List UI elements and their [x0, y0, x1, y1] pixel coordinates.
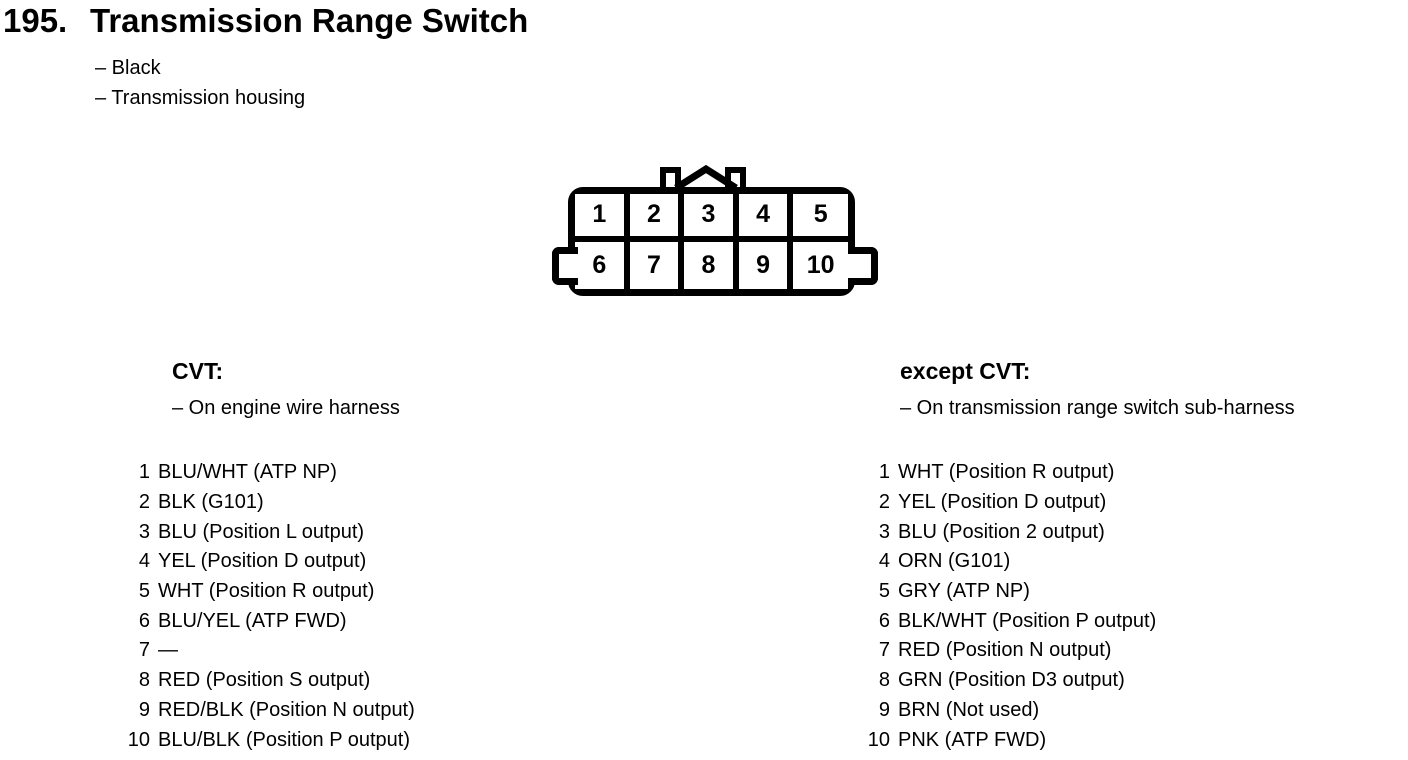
pin-number: 8 [878, 669, 890, 692]
pin-number: 1 [878, 461, 890, 484]
pin-cell-2: 2 [629, 194, 685, 242]
pin-number: 8 [138, 669, 150, 692]
connector-attributes: – Black – Transmission housing [95, 53, 305, 113]
pin-number: 5 [878, 580, 890, 603]
pin-wire-label: GRN (Position D3 output) [898, 669, 1125, 692]
pin-wire-label: WHT (Position R output) [898, 461, 1115, 484]
page-title: 195. Transmission Range Switch [3, 2, 529, 39]
pin-row: 5 WHT (Position R output) [116, 577, 415, 607]
pin-row: 2 YEL (Position D output) [856, 488, 1156, 518]
pin-row: 5 GRY (ATP NP) [856, 577, 1156, 607]
pin-row: 1 BLU/WHT (ATP NP) [116, 458, 415, 488]
except-cvt-pin-list: 1 WHT (Position R output) 2 YEL (Positio… [856, 458, 1157, 755]
pin-cell-3: 3 [684, 194, 739, 242]
pin-wire-label: RED (Position N output) [898, 639, 1112, 662]
pin-wire-label: BLK/WHT (Position P output) [898, 609, 1157, 632]
pin-wire-label: BLU/WHT (ATP NP) [158, 461, 337, 484]
pin-wire-label: BLU (Position L output) [158, 520, 365, 543]
pin-row: 4 ORN (G101) [856, 547, 1156, 577]
pin-row: 4 YEL (Position D output) [116, 547, 415, 577]
pin-wire-label: RED (Position S output) [158, 669, 371, 692]
pin-wire-label: YEL (Position D output) [158, 550, 367, 573]
pin-number: 6 [878, 609, 890, 632]
pin-number: 4 [138, 550, 150, 573]
connector-side-tab-right [848, 247, 878, 285]
pin-row: 3 BLU (Position L output) [116, 517, 415, 547]
pin-wire-label: BRN (Not used) [898, 698, 1040, 721]
pin-wire-label: ORN (G101) [898, 550, 1011, 573]
pin-number: 10 [867, 728, 890, 751]
pin-wire-label: GRY (ATP NP) [898, 580, 1030, 603]
attribute-color: – Black [95, 57, 161, 79]
pin-number: 4 [878, 550, 890, 573]
pin-wire-label: YEL (Position D output) [898, 491, 1107, 514]
except-cvt-subheading: – On transmission range switch sub-harne… [900, 397, 1295, 419]
pin-number: 2 [138, 491, 150, 514]
pin-number: 3 [878, 520, 890, 543]
pin-row: 2 BLK (G101) [116, 488, 415, 518]
pin-wire-label: BLU/YEL (ATP FWD) [158, 609, 347, 632]
pin-row: 10 BLU/BLK (Position P output) [116, 725, 415, 755]
pin-row: 6 BLK/WHT (Position P output) [856, 606, 1156, 636]
pin-wire-label: PNK (ATP FWD) [898, 728, 1047, 751]
pin-row: 8 RED (Position S output) [116, 666, 415, 696]
pin-row: 1 WHT (Position R output) [856, 458, 1156, 488]
connector-latch-chevron-icon [674, 164, 738, 191]
pin-number: 6 [138, 609, 150, 632]
pin-number: 3 [138, 520, 150, 543]
pin-number: 7 [138, 639, 150, 662]
connector-lock-tab-left [660, 167, 681, 187]
pin-cell-8: 8 [684, 241, 739, 289]
section-title: Transmission Range Switch [90, 2, 529, 39]
pin-number: 1 [138, 461, 150, 484]
except-cvt-heading: except CVT: [900, 358, 1031, 384]
pin-row: 9 BRN (Not used) [856, 696, 1156, 726]
pin-row: 3 BLU (Position 2 output) [856, 517, 1156, 547]
pin-number: 5 [138, 580, 150, 603]
pin-number: 2 [878, 491, 890, 514]
pin-wire-label: BLK (G101) [158, 491, 264, 514]
connector-pin-grid: 1 2 3 4 5 6 7 8 9 10 [575, 194, 848, 289]
connector-diagram: 1 2 3 4 5 6 7 8 9 10 [552, 163, 878, 296]
section-number: 195. [3, 2, 68, 39]
pin-wire-label: RED/BLK (Position N output) [158, 698, 415, 721]
pin-wire-label: WHT (Position R output) [158, 580, 375, 603]
pin-cell-5: 5 [793, 194, 848, 242]
cvt-subheading: – On engine wire harness [172, 397, 400, 419]
pin-cell-10: 10 [793, 241, 848, 289]
pin-row: 9 RED/BLK (Position N output) [116, 696, 415, 726]
pin-row: 7 — [116, 636, 415, 666]
pin-wire-label: BLU (Position 2 output) [898, 520, 1105, 543]
attribute-location: – Transmission housing [95, 87, 306, 109]
cvt-heading: CVT: [172, 358, 224, 384]
pin-cell-1: 1 [575, 194, 630, 242]
cvt-pin-list: 1 BLU/WHT (ATP NP) 2 BLK (G101) 3 BLU (P… [116, 458, 415, 755]
pin-row: 6 BLU/YEL (ATP FWD) [116, 606, 415, 636]
pin-row: 8 GRN (Position D3 output) [856, 666, 1156, 696]
pin-number: 10 [127, 728, 150, 751]
connector-body: 1 2 3 4 5 6 7 8 9 10 [568, 187, 855, 296]
pin-cell-6: 6 [575, 241, 630, 289]
pin-cell-4: 4 [738, 194, 794, 242]
connector-side-tab-left [552, 247, 578, 285]
pin-number: 7 [878, 639, 890, 662]
pin-number: 9 [878, 698, 890, 721]
pin-row: 7 RED (Position N output) [856, 636, 1156, 666]
pin-cell-9: 9 [738, 241, 794, 289]
pin-wire-label: — [158, 639, 178, 662]
pin-cell-7: 7 [629, 241, 685, 289]
pin-wire-label: BLU/BLK (Position P output) [158, 728, 410, 751]
pin-number: 9 [138, 698, 150, 721]
pin-row: 10 PNK (ATP FWD) [856, 725, 1156, 755]
